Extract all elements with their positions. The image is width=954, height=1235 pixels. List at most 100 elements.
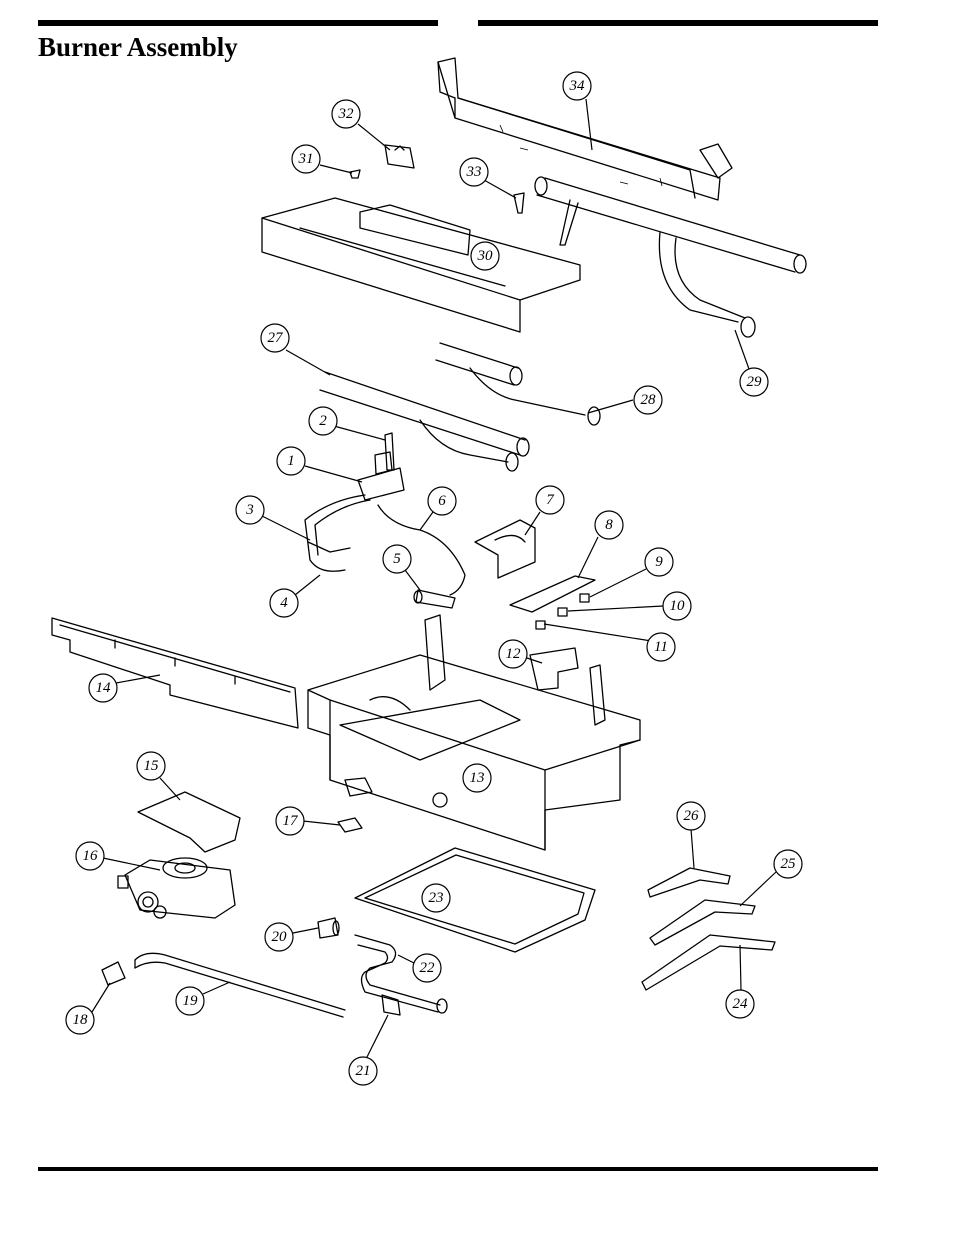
callout-24-label: 24	[733, 996, 749, 1012]
callout-27: 27	[260, 323, 290, 353]
callout-33-label: 33	[466, 164, 482, 180]
part-20-fitting	[317, 917, 340, 939]
callout-31: 31	[291, 144, 321, 174]
callout-20: 20	[264, 922, 294, 952]
part-23-gasket	[354, 847, 596, 953]
callout-1-label: 1	[287, 453, 295, 469]
part-14-front-rail	[51, 617, 299, 729]
callout-34-label: 34	[569, 78, 586, 94]
header-rule-right	[478, 20, 878, 26]
callout-2-label: 2	[319, 413, 327, 429]
callout-15-label: 15	[144, 758, 160, 774]
part-34-top-bracket	[437, 57, 733, 201]
callout-12: 12	[498, 639, 528, 669]
callout-2: 2	[308, 406, 338, 436]
part-24-arm	[641, 934, 776, 991]
callout-27-label: 27	[268, 330, 285, 346]
part-12-small-bracket	[529, 647, 579, 691]
callout-14: 14	[88, 673, 118, 703]
part-25-arm	[649, 899, 756, 946]
callout-23-label: 23	[429, 890, 444, 906]
callout-19: 19	[175, 986, 205, 1016]
callout-1: 1	[276, 446, 306, 476]
callout-11-label: 11	[654, 639, 668, 655]
part-18-19-supply-tube	[101, 952, 346, 1018]
callout-32: 32	[331, 99, 361, 129]
callout-8: 8	[594, 510, 624, 540]
callout-7-label: 7	[546, 492, 555, 508]
part-27-burner-tube	[319, 371, 530, 472]
callout-21-label: 21	[356, 1063, 371, 1079]
callout-28-label: 28	[641, 392, 657, 408]
callout-12-label: 12	[506, 646, 522, 662]
part-30-burner-tray	[261, 197, 581, 333]
callout-3-label: 3	[245, 502, 254, 518]
callout-14-label: 14	[96, 680, 112, 696]
callout-3: 3	[235, 495, 265, 525]
callout-15: 15	[136, 751, 166, 781]
callout-4-label: 4	[280, 595, 288, 611]
callout-6-label: 6	[438, 493, 446, 509]
part-8-shield-plate	[509, 575, 596, 613]
leader-lines	[91, 98, 777, 1058]
callout-13-label: 13	[470, 770, 485, 786]
callout-25: 25	[773, 849, 803, 879]
callout-20-label: 20	[272, 929, 288, 945]
callout-17-label: 17	[283, 813, 300, 829]
part-7-bracket	[474, 519, 536, 579]
part-28-burner-tube	[435, 342, 601, 426]
callout-23: 23	[421, 883, 451, 913]
callout-33: 33	[459, 157, 489, 187]
callout-30: 30	[470, 241, 500, 271]
part-16-gas-valve	[117, 857, 236, 919]
part-32-small-plate	[384, 144, 415, 169]
callout-31-label: 31	[298, 151, 314, 167]
part-17-small-square	[337, 817, 363, 833]
part-26-arm	[647, 867, 731, 898]
callout-19-label: 19	[183, 993, 199, 1009]
callout-5: 5	[382, 544, 412, 574]
callout-5-label: 5	[393, 551, 401, 567]
part-15-cover-plate	[137, 791, 241, 853]
callout-26-label: 26	[684, 808, 700, 824]
callout-7: 7	[535, 485, 565, 515]
part-33-pin	[513, 192, 525, 214]
callout-6: 6	[427, 486, 457, 516]
callout-34: 34	[562, 71, 592, 101]
callout-30-label: 30	[477, 248, 494, 264]
callout-10-label: 10	[670, 598, 686, 614]
part-21-22-gas-line	[354, 934, 448, 1016]
callout-8-label: 8	[605, 517, 613, 533]
part-29-burner-tube	[534, 176, 807, 338]
callout-32-label: 32	[338, 106, 355, 122]
callout-4: 4	[269, 588, 299, 618]
callout-25-label: 25	[781, 856, 797, 872]
callout-9: 9	[644, 547, 674, 577]
part-31-screw	[349, 169, 361, 179]
part-5-6-igniter	[377, 504, 466, 609]
part-13-burner-frame	[307, 614, 641, 851]
callout-26: 26	[676, 801, 706, 831]
callout-16-label: 16	[83, 848, 99, 864]
part-3-thermocouple	[304, 494, 371, 572]
header-rule-left	[38, 20, 438, 26]
part-1-2-pilot-assembly	[357, 432, 405, 501]
footer-rule	[38, 1167, 878, 1171]
callout-13: 13	[462, 763, 492, 793]
callout-18-label: 18	[73, 1012, 89, 1028]
callout-17: 17	[275, 806, 305, 836]
callout-22-label: 22	[420, 960, 436, 976]
callout-21: 21	[348, 1056, 378, 1086]
callout-11: 11	[646, 632, 676, 662]
page-title: Burner Assembly	[38, 32, 238, 62]
callout-9-label: 9	[655, 554, 663, 570]
callout-10: 10	[662, 591, 692, 621]
callout-29-label: 29	[747, 374, 763, 390]
callout-29: 29	[739, 367, 769, 397]
callout-18: 18	[65, 1005, 95, 1035]
callout-24: 24	[725, 989, 755, 1019]
callout-16: 16	[75, 841, 105, 871]
callout-22: 22	[412, 953, 442, 983]
part-9-10-11-fittings	[535, 593, 590, 630]
